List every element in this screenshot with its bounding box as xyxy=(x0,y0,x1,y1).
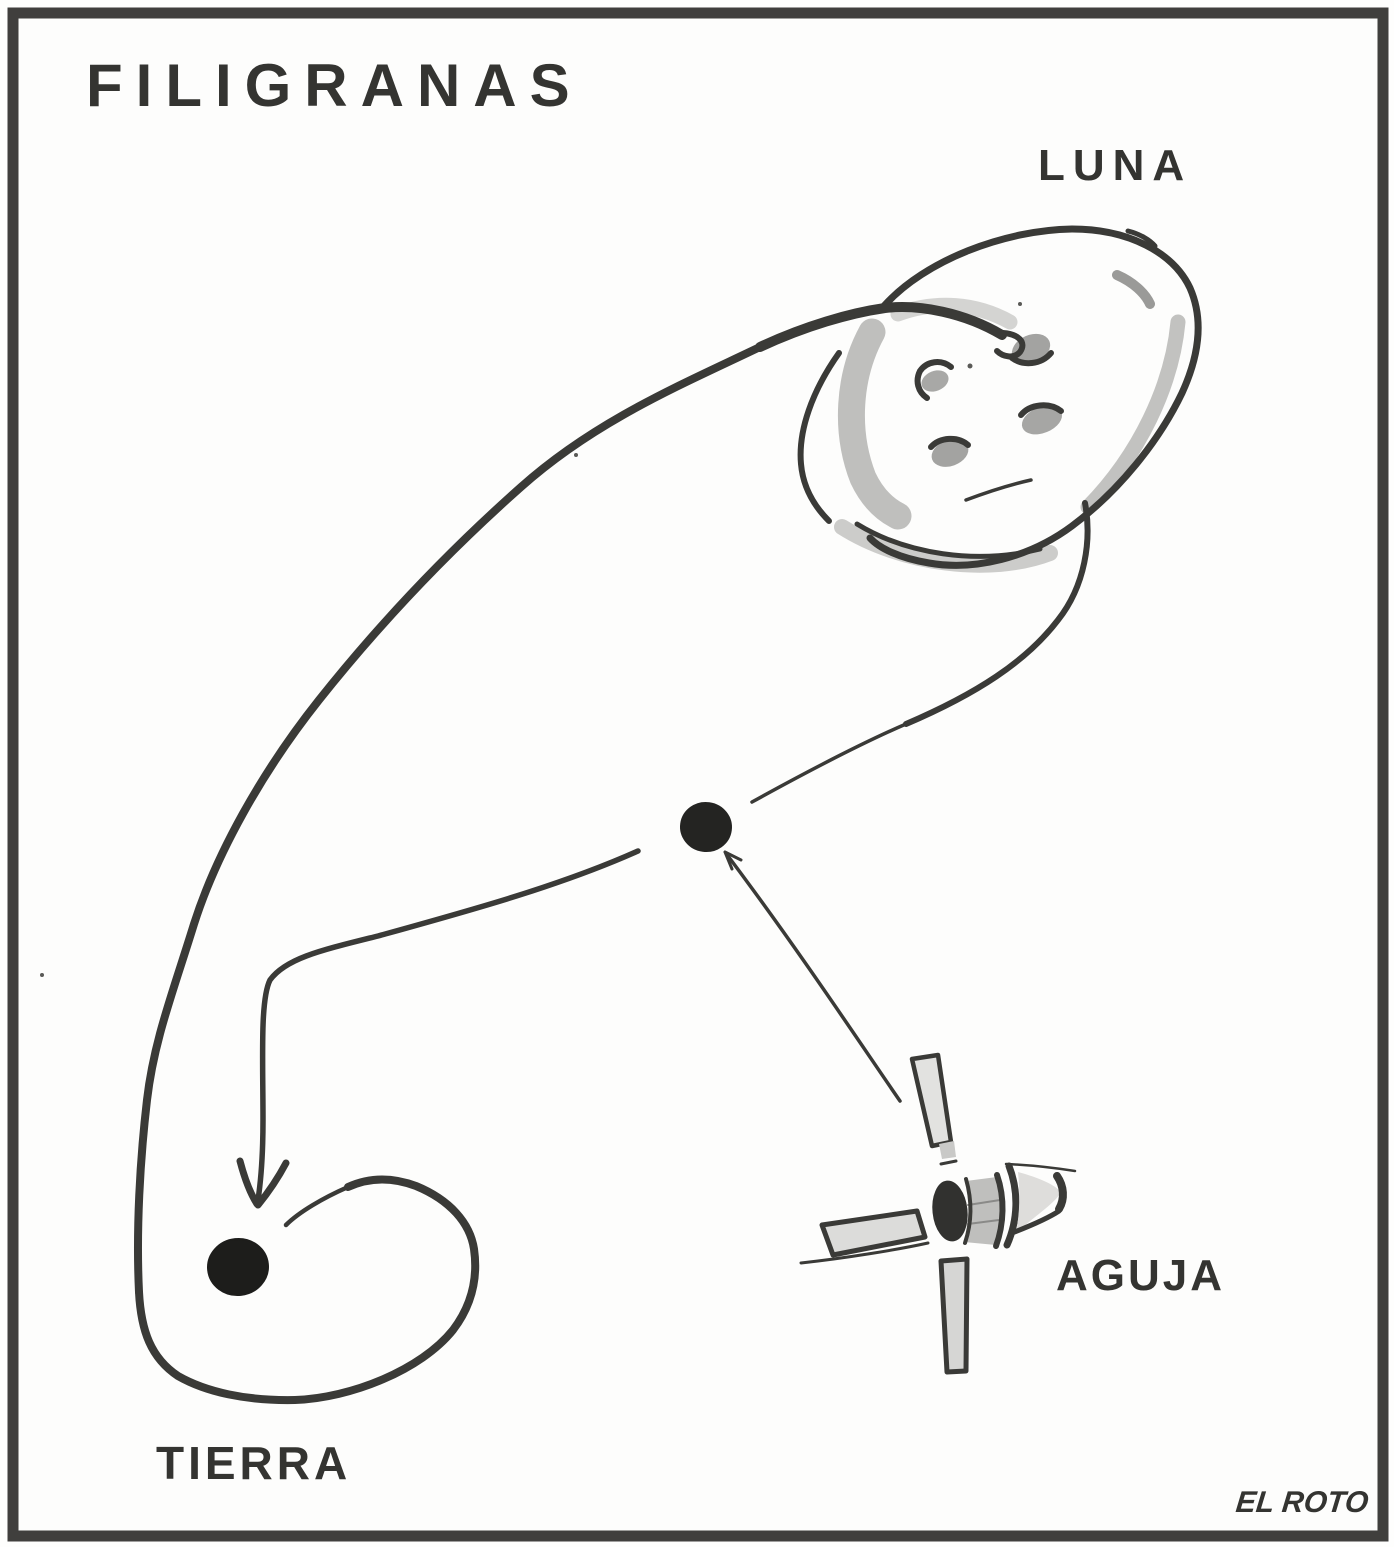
thread-to-knot-curve xyxy=(750,500,1091,804)
satellite-cone-fill xyxy=(1016,1172,1061,1233)
needle-satellite-illustration xyxy=(723,850,1077,1375)
satellite-body xyxy=(932,1180,968,1242)
button-hole-bottom xyxy=(931,439,969,467)
knot-curve-upper xyxy=(903,500,1091,727)
button-smile-line xyxy=(964,478,1033,502)
needle-pointer-tip xyxy=(723,850,743,871)
satellite-cone-top-line xyxy=(1004,1162,1077,1173)
thread-over-button xyxy=(755,302,1007,352)
button-shadow-crescent xyxy=(1112,270,1155,309)
satellite-cone-tip xyxy=(1053,1172,1067,1213)
thread-loop-taper xyxy=(283,1184,351,1228)
panel-frame xyxy=(7,7,1389,1542)
button-rim-bottom xyxy=(854,521,1043,559)
satellite-arc xyxy=(1003,1162,1020,1249)
button-rim-left xyxy=(797,350,842,524)
needle-pointer-line xyxy=(726,854,902,1103)
satellite-cylinder-left-edge xyxy=(963,1177,973,1245)
button-hole-top-edge xyxy=(1009,350,1054,367)
satellite-panel-top-foot xyxy=(939,1141,956,1159)
arrow-stem-curve xyxy=(255,848,641,1203)
button-hole-bottom-edge xyxy=(928,435,971,450)
artist-signature: EL ROTO xyxy=(1234,1486,1371,1519)
button-hole-left-edge xyxy=(914,359,954,401)
satellite-cylinder xyxy=(964,1177,1002,1245)
knot-curve-taper xyxy=(750,722,908,804)
arrowhead-right-barb xyxy=(254,1159,290,1209)
cartoon-title: FILIGRANAS xyxy=(86,52,583,119)
button-hole-right xyxy=(1021,405,1063,435)
button-outline-kink xyxy=(1125,228,1158,249)
thread-hook xyxy=(994,330,1026,360)
label-aguja: AGUJA xyxy=(1056,1251,1226,1300)
thread-earth-loop xyxy=(135,1175,480,1405)
satellite-cylinder-right-edge xyxy=(993,1172,1006,1249)
button-outline xyxy=(866,225,1202,569)
button-wash-right xyxy=(1080,314,1186,515)
satellite-panel-left-underline xyxy=(799,1241,930,1265)
button-hole-right-edge xyxy=(1018,402,1064,418)
arrowhead-left-barb xyxy=(236,1157,261,1208)
button-wash-left xyxy=(837,318,912,530)
button-hole-left xyxy=(921,370,949,392)
knot-dot xyxy=(680,801,732,853)
thread-long-sweep xyxy=(133,342,766,1296)
satellite-panel-left xyxy=(819,1208,928,1258)
satellite-panel-top-dash xyxy=(939,1159,958,1166)
label-luna: LUNA xyxy=(1038,141,1193,190)
earth-dot xyxy=(207,1237,269,1297)
knot-to-earth-arrow xyxy=(236,848,641,1209)
ink-specks xyxy=(40,302,1022,977)
satellite-cone-bottom-line xyxy=(1009,1208,1062,1236)
thread-curve xyxy=(133,302,1026,1405)
satellite-panel-bottom xyxy=(938,1256,970,1375)
satellite-cylinder-shading xyxy=(967,1199,1001,1225)
label-tierra: TIERRA xyxy=(156,1437,352,1489)
